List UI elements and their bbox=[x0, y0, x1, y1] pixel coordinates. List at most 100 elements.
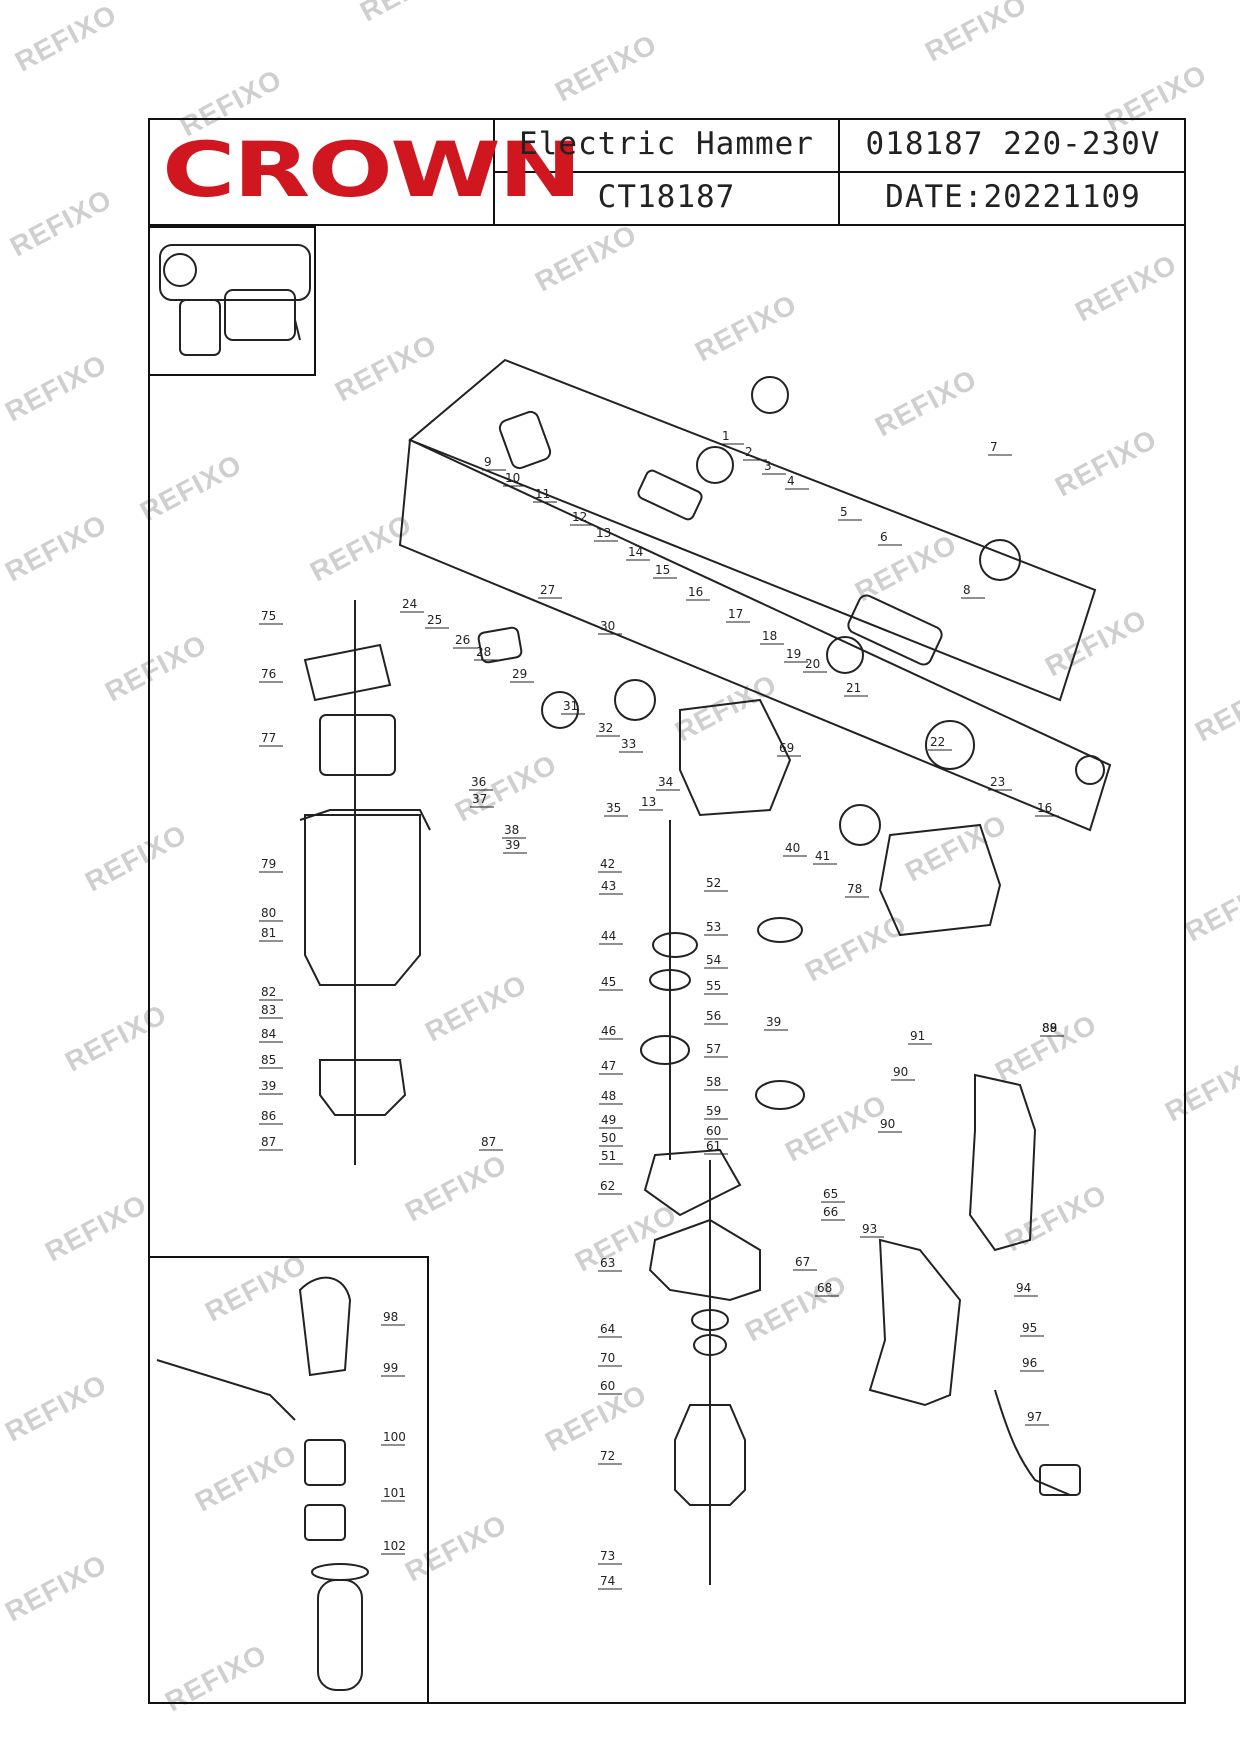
part-number-label: 82 bbox=[261, 985, 276, 999]
part-number-label: 53 bbox=[706, 920, 721, 934]
part-number-label: 100 bbox=[383, 1430, 406, 1444]
part-number-label: 40 bbox=[785, 841, 800, 855]
part-number-label: 28 bbox=[476, 645, 491, 659]
part-number-label: 69 bbox=[779, 741, 794, 755]
part-number-label: 38 bbox=[504, 823, 519, 837]
part-number-label: 52 bbox=[706, 876, 721, 890]
part-number-label: 58 bbox=[706, 1075, 721, 1089]
part-number-label: 39 bbox=[261, 1079, 276, 1093]
motor-housing-shape bbox=[304, 814, 421, 986]
part-number-label: 86 bbox=[261, 1109, 276, 1123]
part-number-label: 75 bbox=[261, 609, 276, 623]
part-number-label: 42 bbox=[600, 857, 615, 871]
side-handle-strap-shape bbox=[298, 1276, 352, 1377]
part-number-label: 95 bbox=[1022, 1321, 1037, 1335]
part-number-label: 7 bbox=[990, 440, 998, 454]
part-number-label: 64 bbox=[600, 1322, 615, 1336]
part-number-label: 11 bbox=[535, 487, 550, 501]
part-number-label: 79 bbox=[261, 857, 276, 871]
part-number-label: 25 bbox=[427, 613, 442, 627]
part-number-label: 8 bbox=[963, 583, 971, 597]
part-number-label: 57 bbox=[706, 1042, 721, 1056]
part-number-label: 18 bbox=[762, 629, 777, 643]
part-number-label: 20 bbox=[805, 657, 820, 671]
part-number-label: 31 bbox=[563, 699, 578, 713]
part-number-label: 16 bbox=[688, 585, 703, 599]
product-thumbnail-icon bbox=[159, 244, 311, 356]
part-number-label: 47 bbox=[601, 1059, 616, 1073]
part-number-label: 97 bbox=[1027, 1410, 1042, 1424]
part-number-label: 89 bbox=[1042, 1021, 1057, 1035]
part-number-label: 30 bbox=[600, 619, 615, 633]
lower-cover-shape bbox=[319, 1059, 407, 1116]
barrel-assembly-outline bbox=[408, 358, 1097, 702]
part-number-label: 56 bbox=[706, 1009, 721, 1023]
part-number-label: 41 bbox=[815, 849, 830, 863]
part-number-label: 98 bbox=[383, 1310, 398, 1324]
part-number-label: 94 bbox=[1016, 1281, 1031, 1295]
part-number-label: 73 bbox=[600, 1549, 615, 1563]
depth-rod-shape bbox=[156, 1359, 296, 1421]
part-number-label: 33 bbox=[621, 737, 636, 751]
side-handle-grip-shape bbox=[317, 1579, 363, 1691]
part-number-label: 48 bbox=[601, 1089, 616, 1103]
end-plate-shape bbox=[303, 643, 392, 702]
part-number-label: 78 bbox=[847, 882, 862, 896]
part-number-label: 90 bbox=[880, 1117, 895, 1131]
part-number-label: 101 bbox=[383, 1486, 406, 1500]
part-number-label: 87 bbox=[261, 1135, 276, 1149]
part-number-label: 17 bbox=[728, 607, 743, 621]
part-number-label: 35 bbox=[606, 801, 621, 815]
part-number-label: 60 bbox=[706, 1124, 721, 1138]
part-number-label: 96 bbox=[1022, 1356, 1037, 1370]
part-number-label: 80 bbox=[261, 906, 276, 920]
part-number-label: 63 bbox=[600, 1256, 615, 1270]
part-number-label: 43 bbox=[601, 879, 616, 893]
part-number-label: 65 bbox=[823, 1187, 838, 1201]
drawing-date: DATE:20221109 bbox=[885, 179, 1141, 215]
part-number-label: 67 bbox=[795, 1255, 810, 1269]
power-cord-shape bbox=[994, 1389, 1071, 1496]
part-number-label: 99 bbox=[383, 1361, 398, 1375]
handle-cover-shape bbox=[868, 1238, 962, 1407]
gear-housing-shape bbox=[679, 698, 792, 817]
part-number-label: 22 bbox=[930, 735, 945, 749]
part-number-label: 62 bbox=[600, 1179, 615, 1193]
part-number-label: 83 bbox=[261, 1003, 276, 1017]
part-number-label: 27 bbox=[540, 583, 555, 597]
part-number-label: 29 bbox=[512, 667, 527, 681]
part-number-label: 102 bbox=[383, 1539, 406, 1553]
part-number-label: 81 bbox=[261, 926, 276, 940]
product-name: Electric Hammer bbox=[519, 126, 814, 162]
part-number-label: 6 bbox=[880, 530, 888, 544]
part-number-label: 21 bbox=[846, 681, 861, 695]
part-number-label: 54 bbox=[706, 953, 721, 967]
part-number-label: 85 bbox=[261, 1053, 276, 1067]
part-number-label: 39 bbox=[766, 1015, 781, 1029]
part-number-label: 50 bbox=[601, 1131, 616, 1145]
part-number-label: 19 bbox=[786, 647, 801, 661]
part-number-label: 26 bbox=[455, 633, 470, 647]
part-number-label: 34 bbox=[658, 775, 673, 789]
brand-logo: CROWN bbox=[162, 125, 582, 214]
part-number-label: 39 bbox=[505, 838, 520, 852]
part-number-label: 55 bbox=[706, 979, 721, 993]
part-number-label: 13 bbox=[641, 795, 656, 809]
part-number-label: 90 bbox=[893, 1065, 908, 1079]
part-number-label: 36 bbox=[471, 775, 486, 789]
part-number-label: 16 bbox=[1037, 801, 1052, 815]
part-number-label: 60 bbox=[600, 1379, 615, 1393]
part-number-label: 23 bbox=[990, 775, 1005, 789]
part-number-label: 61 bbox=[706, 1139, 721, 1153]
part-number-label: 10 bbox=[505, 471, 520, 485]
part-number-label: 3 bbox=[764, 459, 772, 473]
part-number-label: 2 bbox=[745, 445, 753, 459]
part-number-label: 70 bbox=[600, 1351, 615, 1365]
rear-handle-shape bbox=[968, 1073, 1037, 1252]
armature-shape bbox=[674, 1404, 746, 1506]
part-number-label: 72 bbox=[600, 1449, 615, 1463]
tail-cover-shape bbox=[878, 823, 1002, 937]
thumbnail-box bbox=[148, 226, 316, 376]
part-number-label: 59 bbox=[706, 1104, 721, 1118]
